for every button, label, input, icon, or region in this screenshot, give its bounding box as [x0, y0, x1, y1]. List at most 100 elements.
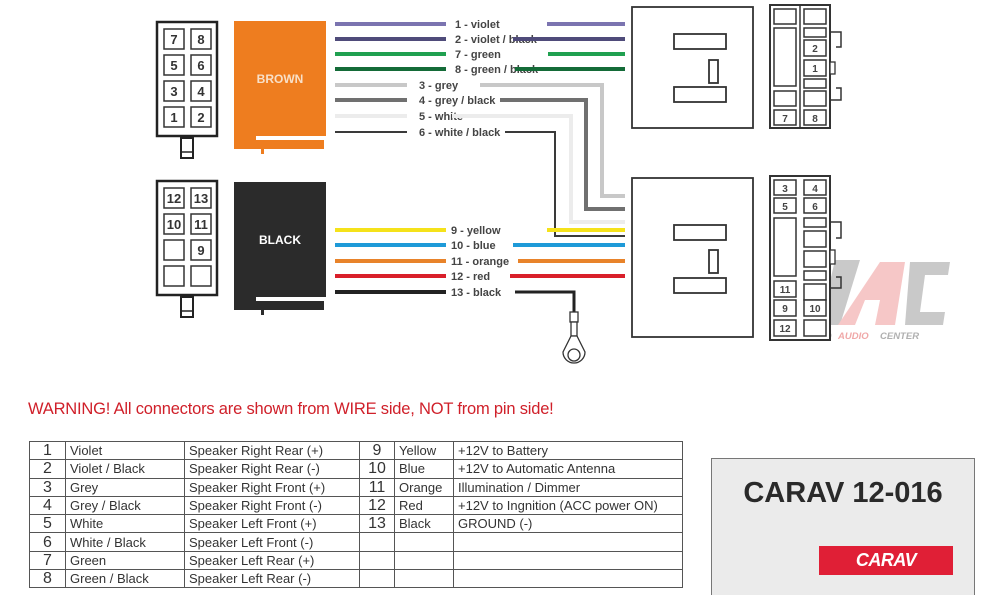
pin-cell — [773, 319, 797, 337]
pin-cell — [190, 80, 212, 102]
pin-cell — [803, 8, 827, 25]
pin-cell — [803, 217, 827, 228]
wire-label: 6 - white / black — [419, 127, 501, 139]
pin-label: 8 — [812, 114, 818, 125]
pin-number: 4 — [29, 495, 66, 516]
bottom-vehicle-connector-key — [708, 249, 719, 274]
rack-clip — [829, 249, 836, 265]
pin-cell — [773, 179, 797, 196]
wire-color: Yellow — [394, 440, 454, 461]
wire-function: Speaker Right Rear (+) — [184, 440, 360, 461]
wire-function: Illumination / Dimmer — [453, 477, 683, 497]
pin-cell — [773, 299, 797, 317]
brown-housing-label: BROWN — [257, 72, 304, 86]
pin-cell-large — [773, 27, 797, 87]
top-vehicle-connector — [631, 6, 754, 129]
pin-label: 1 — [812, 64, 818, 75]
wire-function: Speaker Right Rear (-) — [184, 459, 360, 479]
watermark-text: AUDIO — [837, 331, 869, 342]
pin-label: 2 — [812, 44, 818, 55]
wire-color: White — [65, 514, 185, 534]
watermark-logo — [820, 260, 950, 325]
pin-cell — [803, 78, 827, 89]
ring-terminal-hole — [567, 348, 581, 362]
ring-terminal-crimp — [569, 311, 579, 323]
pin-cell — [190, 265, 212, 287]
pin-number: 5 — [29, 514, 66, 534]
bottom-vehicle-connector-slot — [673, 224, 727, 241]
warning-text: WARNING! All connectors are shown from W… — [28, 400, 554, 418]
wire-label: 11 - orange — [451, 256, 509, 268]
rack-clip — [830, 276, 842, 289]
pin-label: 4 — [197, 84, 205, 99]
pin-number: 8 — [29, 569, 66, 589]
wire-function: +12V to Automatic Antenna — [453, 459, 683, 479]
rack-clip — [829, 61, 836, 75]
pin-cell — [803, 283, 827, 301]
wire-color: Red — [394, 495, 454, 516]
pin-cell — [163, 213, 185, 235]
pin-cell-large — [773, 217, 797, 277]
pin-number: 10 — [359, 459, 395, 479]
brown-housing — [234, 21, 326, 154]
wire-routed-segment — [505, 131, 625, 237]
wire-function: GROUND (-) — [453, 514, 683, 534]
pin-label: 5 — [782, 202, 788, 213]
rack-clip — [830, 31, 842, 48]
wire-label: 10 - blue — [451, 240, 496, 252]
pin-label: 7 — [170, 32, 177, 47]
wire-color: Orange — [394, 477, 454, 497]
top-vehicle-connector-slot — [673, 33, 727, 50]
pin-cell — [163, 106, 185, 128]
model-number: CARAV 12-016 — [743, 477, 943, 509]
wire-routed-segment — [452, 114, 625, 224]
pin-label: 13 — [194, 191, 208, 206]
pin-cell — [803, 90, 827, 107]
wire-function: Speaker Left Front (+) — [184, 514, 360, 534]
brand-logo: CARAV — [819, 546, 953, 575]
pin-cell — [803, 59, 827, 77]
top-vehicle-connector-key — [708, 59, 719, 84]
wire-function: Speaker Left Rear (+) — [184, 550, 360, 571]
pin-cell — [803, 270, 827, 281]
wire-color: Green — [65, 550, 185, 571]
pin-cell — [773, 109, 797, 126]
pin-cell — [163, 187, 185, 209]
watermark-text: CENTER — [880, 331, 919, 342]
pin-cell — [803, 299, 827, 317]
wire-label: 3 - grey — [419, 80, 459, 92]
pin-cell — [803, 250, 827, 268]
wire-color: Green / Black — [65, 569, 185, 589]
wire-routed-segment — [500, 98, 625, 211]
pin-number — [359, 532, 395, 552]
pin-number — [359, 550, 395, 571]
pin-cell — [163, 54, 185, 76]
wire-color: Black — [394, 514, 454, 534]
pin-cell — [803, 27, 827, 38]
wire-color: Violet — [65, 440, 185, 461]
pin-cell — [803, 39, 827, 57]
pin-label: 6 — [197, 58, 204, 73]
wire-color: Violet / Black — [65, 459, 185, 479]
pin-cell — [163, 239, 185, 261]
pin-label: 7 — [782, 114, 788, 125]
bottom-vehicle-connector-slot — [673, 277, 727, 294]
wire-color: Grey / Black — [65, 495, 185, 516]
pin-label: 2 — [197, 110, 204, 125]
black-iso-connector-latch — [180, 296, 194, 318]
pin-label: 3 — [782, 184, 788, 195]
wire-label: 9 - yellow — [451, 225, 501, 237]
pin-number: 1 — [29, 440, 66, 461]
pin-cell — [190, 54, 212, 76]
pin-number: 11 — [359, 477, 395, 497]
pin-label: 11 — [194, 217, 208, 232]
pin-cell — [163, 28, 185, 50]
wire-function: Speaker Right Front (+) — [184, 477, 360, 497]
pin-cell — [163, 80, 185, 102]
wire-function: Speaker Left Rear (-) — [184, 569, 360, 589]
